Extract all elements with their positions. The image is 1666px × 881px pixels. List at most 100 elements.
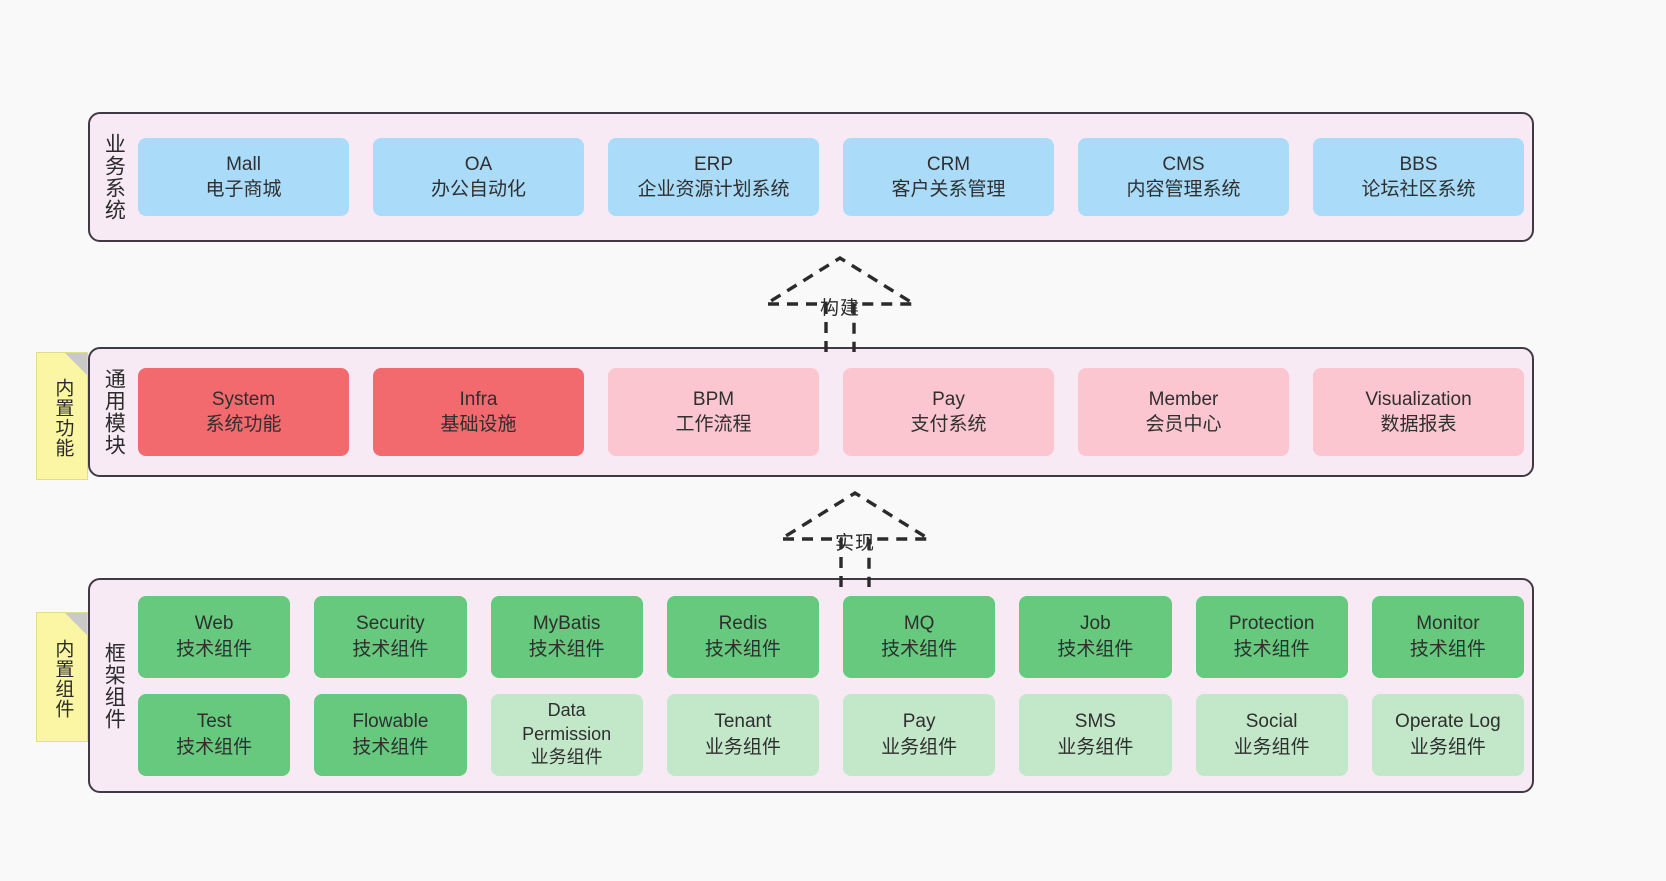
layer-common-module-label: 通用模块 [102, 368, 126, 456]
component-social-name: Social [1245, 711, 1298, 733]
card-oa-desc: 办公自动化 [430, 179, 526, 200]
component-test-name: Test [196, 711, 232, 733]
layer-business-system-body: Mall 电子商城 OA 办公自动化 ERP 企业资源计划系统 CRM 客户关系… [136, 114, 1532, 240]
component-mybatis-name: MyBatis [532, 613, 601, 635]
component-redis[interactable]: Redis 技术组件 [666, 595, 819, 678]
component-protection-desc: 技术组件 [1233, 638, 1310, 660]
component-social[interactable]: Social 业务组件 [1195, 693, 1348, 776]
note-fold-corner-icon [65, 353, 87, 375]
framework-business-row: Test 技术组件 Flowable 技术组件 Data Permission … [138, 693, 1524, 776]
arrow-implement-shape [775, 490, 935, 587]
note-fold-corner-icon [65, 613, 87, 635]
card-cms-name: CMS [1162, 153, 1205, 175]
component-pay-name: Pay [902, 711, 936, 733]
component-job[interactable]: Job 技术组件 [1019, 595, 1172, 678]
card-oa-name: OA [464, 153, 493, 175]
component-data-permission-desc: 业务组件 [530, 747, 603, 768]
component-data-permission-name: Data Permission [522, 699, 612, 744]
component-redis-name: Redis [718, 613, 768, 635]
layer-common-module-body: System 系统功能 Infra 基础设施 BPM 工作流程 Pay 支付系统… [136, 349, 1532, 475]
card-erp[interactable]: ERP 企业资源计划系统 [608, 138, 819, 216]
arrow-build-shape [760, 255, 920, 352]
module-system-name: System [211, 388, 276, 410]
component-test[interactable]: Test 技术组件 [138, 693, 291, 776]
layer-framework-component-label: 框架组件 [102, 641, 126, 730]
note-builtin-function: 内置功能 [36, 352, 88, 480]
common-module-row: System 系统功能 Infra 基础设施 BPM 工作流程 Pay 支付系统… [138, 368, 1524, 456]
module-infra-desc: 基础设施 [440, 414, 517, 435]
note-builtin-function-label: 内置功能 [52, 378, 74, 458]
component-flowable-name: Flowable [352, 711, 429, 733]
card-erp-name: ERP [693, 153, 734, 175]
card-cms[interactable]: CMS 内容管理系统 [1078, 138, 1289, 216]
module-member[interactable]: Member 会员中心 [1078, 368, 1289, 456]
component-data-permission[interactable]: Data Permission 业务组件 [490, 693, 643, 776]
component-flowable[interactable]: Flowable 技术组件 [314, 693, 467, 776]
component-sms-desc: 业务组件 [1057, 736, 1134, 758]
module-member-name: Member [1148, 388, 1219, 410]
component-redis-desc: 技术组件 [704, 638, 781, 660]
component-tenant[interactable]: Tenant 业务组件 [666, 693, 819, 776]
component-web-name: Web [194, 613, 234, 635]
card-bbs[interactable]: BBS 论坛社区系统 [1313, 138, 1524, 216]
card-erp-desc: 企业资源计划系统 [637, 179, 790, 200]
component-security-desc: 技术组件 [352, 638, 429, 660]
module-pay[interactable]: Pay 支付系统 [843, 368, 1054, 456]
component-operate-log-name: Operate Log [1395, 711, 1501, 733]
component-social-desc: 业务组件 [1233, 736, 1310, 758]
component-mybatis[interactable]: MyBatis 技术组件 [490, 595, 643, 678]
component-security-name: Security [356, 613, 425, 635]
component-pay-desc: 业务组件 [881, 736, 958, 758]
card-mall-name: Mall [226, 153, 261, 175]
module-pay-name: Pay [932, 388, 965, 410]
business-card-row: Mall 电子商城 OA 办公自动化 ERP 企业资源计划系统 CRM 客户关系… [138, 138, 1524, 216]
card-mall[interactable]: Mall 电子商城 [138, 138, 349, 216]
module-visualization-name: Visualization [1365, 388, 1472, 410]
component-protection-name: Protection [1228, 613, 1315, 635]
module-bpm[interactable]: BPM 工作流程 [608, 368, 819, 456]
component-sms-name: SMS [1074, 711, 1116, 733]
component-web[interactable]: Web 技术组件 [138, 595, 291, 678]
component-pay[interactable]: Pay 业务组件 [843, 693, 996, 776]
component-mybatis-desc: 技术组件 [528, 638, 605, 660]
module-system[interactable]: System 系统功能 [138, 368, 349, 456]
component-security[interactable]: Security 技术组件 [314, 595, 467, 678]
card-crm-name: CRM [926, 153, 971, 175]
component-web-desc: 技术组件 [176, 638, 253, 660]
module-visualization[interactable]: Visualization 数据报表 [1313, 368, 1524, 456]
component-mq[interactable]: MQ 技术组件 [843, 595, 996, 678]
layer-business-system-label: 业务系统 [102, 133, 126, 221]
card-oa[interactable]: OA 办公自动化 [373, 138, 584, 216]
card-bbs-name: BBS [1399, 153, 1438, 175]
component-protection[interactable]: Protection 技术组件 [1195, 595, 1348, 678]
module-system-desc: 系统功能 [205, 414, 282, 435]
framework-rows: Web 技术组件 Security 技术组件 MyBatis 技术组件 Redi… [138, 595, 1524, 776]
component-job-name: Job [1080, 613, 1111, 635]
component-job-desc: 技术组件 [1057, 638, 1134, 660]
component-mq-desc: 技术组件 [881, 638, 958, 660]
component-monitor-name: Monitor [1416, 613, 1480, 635]
component-mq-name: MQ [903, 613, 935, 635]
component-tenant-name: Tenant [714, 711, 772, 733]
layer-framework-component-body: Web 技术组件 Security 技术组件 MyBatis 技术组件 Redi… [136, 580, 1532, 791]
component-monitor[interactable]: Monitor 技术组件 [1371, 595, 1524, 678]
note-builtin-component-label: 内置组件 [52, 639, 74, 719]
component-tenant-desc: 业务组件 [704, 736, 781, 758]
card-bbs-desc: 论坛社区系统 [1361, 179, 1476, 200]
module-member-desc: 会员中心 [1145, 414, 1222, 435]
component-flowable-desc: 技术组件 [352, 736, 429, 758]
module-infra[interactable]: Infra 基础设施 [373, 368, 584, 456]
component-operate-log-desc: 业务组件 [1409, 736, 1486, 758]
layer-business-system: 业务系统 Mall 电子商城 OA 办公自动化 ERP 企业资源计划系统 CRM… [88, 112, 1534, 242]
layer-framework-component: 框架组件 Web 技术组件 Security 技术组件 MyBatis 技术组件 [88, 578, 1534, 793]
component-sms[interactable]: SMS 业务组件 [1019, 693, 1172, 776]
card-crm[interactable]: CRM 客户关系管理 [843, 138, 1054, 216]
arrow-implement: 实现 [775, 490, 935, 588]
component-operate-log[interactable]: Operate Log 业务组件 [1371, 693, 1524, 776]
layer-common-module: 通用模块 System 系统功能 Infra 基础设施 BPM 工作流程 Pay… [88, 347, 1534, 477]
module-bpm-desc: 工作流程 [675, 414, 752, 435]
module-bpm-name: BPM [692, 388, 735, 410]
card-crm-desc: 客户关系管理 [891, 179, 1006, 200]
card-mall-desc: 电子商城 [205, 179, 282, 200]
